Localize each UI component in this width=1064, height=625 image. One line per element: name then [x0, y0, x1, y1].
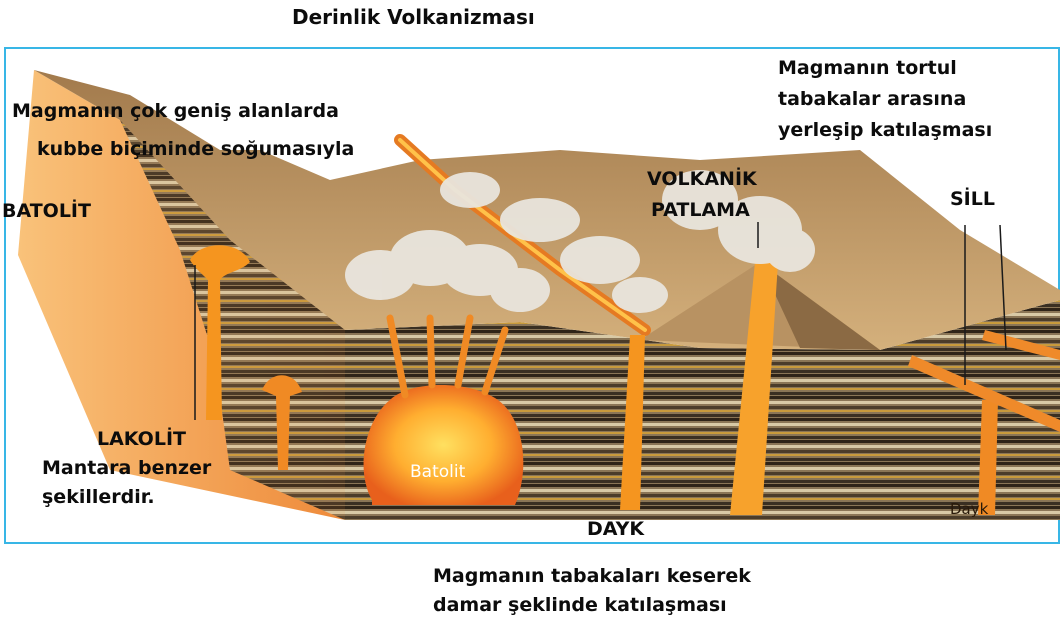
batolit-label: BATOLİT [2, 200, 91, 223]
batolit-caption-line2: kubbe biçiminde soğumasıyla [37, 138, 354, 161]
dayk-caption-line2: damar şeklinde katılaşması [433, 594, 727, 617]
batolit-inner-label: Batolit [410, 462, 465, 482]
lakolit-caption-line1: Mantara benzer [42, 457, 211, 480]
dayk-caption-line1: Magmanın tabakaları keserek [433, 565, 751, 588]
batholith-shape [364, 385, 524, 505]
lakolit-caption-line2: şekillerdir. [42, 486, 155, 509]
dayk-label: DAYK [587, 518, 644, 541]
sill-caption-line1: Magmanın tortul [778, 57, 957, 80]
batolit-caption-line1: Magmanın çok geniş alanlarda [12, 100, 339, 123]
sill-caption-line3: yerleşip katılaşması [778, 119, 992, 142]
volkanik-label-line1: VOLKANİK [647, 168, 757, 191]
volkanik-label-line2: PATLAMA [651, 199, 750, 222]
lakolit-label: LAKOLİT [97, 428, 186, 451]
sill-caption-line2: tabakalar arasına [778, 88, 966, 111]
sill-label: SİLL [950, 188, 995, 211]
dayk-inner-label: Dayk [950, 500, 988, 518]
